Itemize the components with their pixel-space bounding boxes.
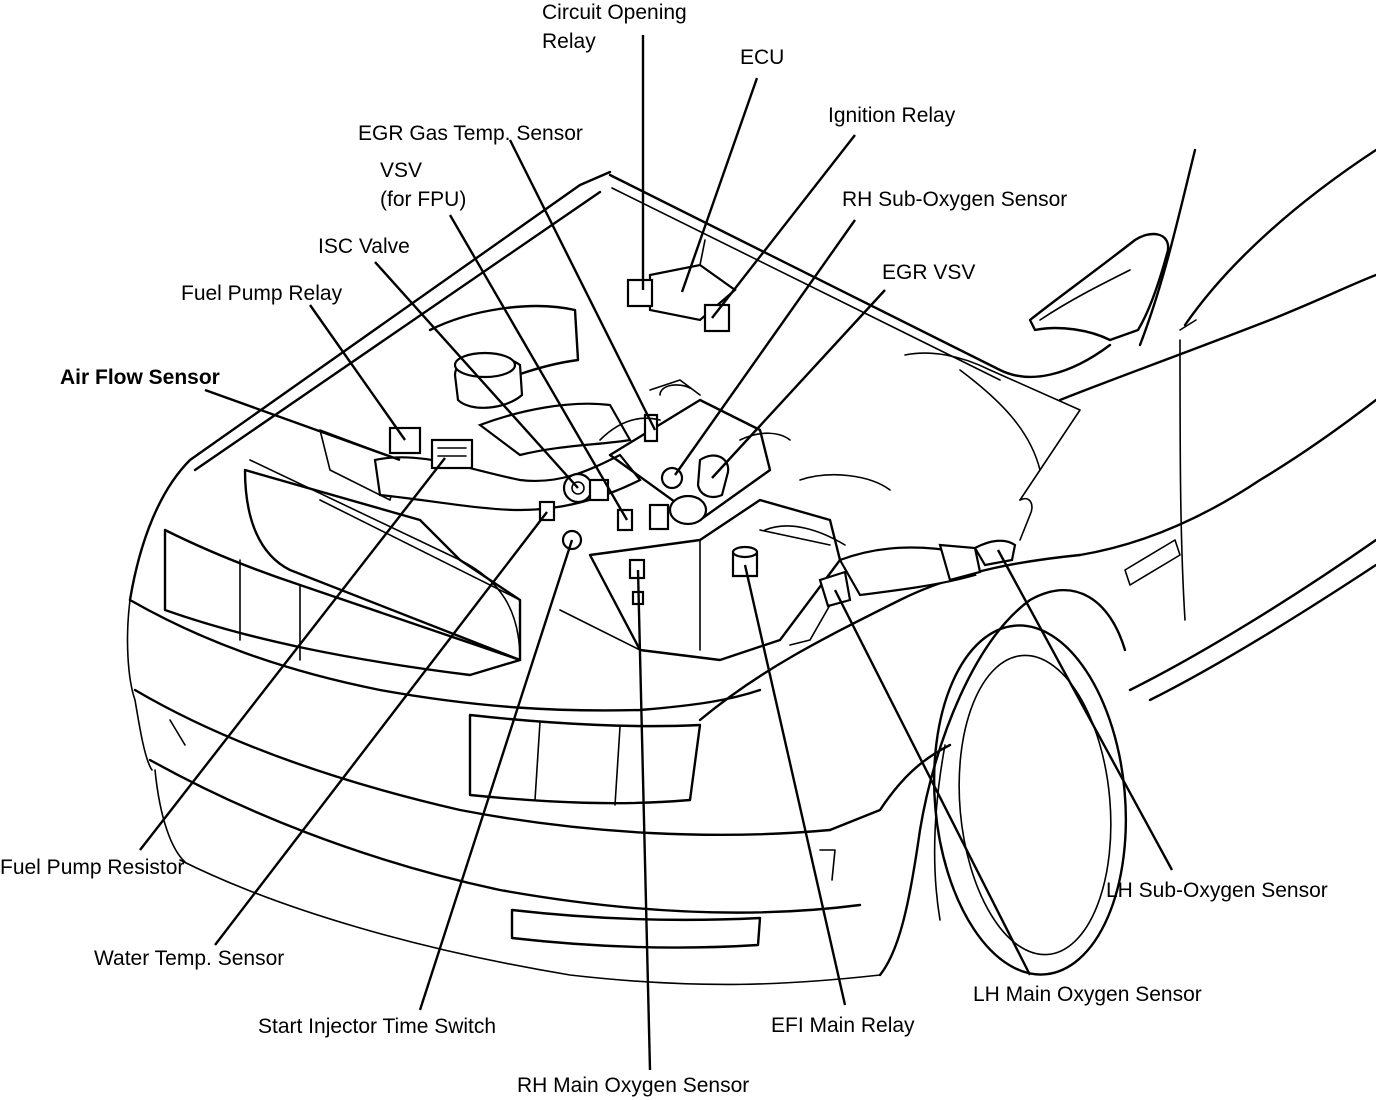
leader-vsv-for-fpu — [448, 214, 629, 521]
leader-efi-main-relay — [743, 564, 847, 1006]
leader-lh-sub-oxygen-sensor — [996, 549, 1174, 871]
vsv-fpu-part — [616, 508, 634, 532]
engine-components — [243, 239, 1081, 662]
leader-air-flow-sensor — [204, 388, 401, 462]
leader-water-temp-sensor — [214, 511, 548, 946]
label-lh-main-oxygen-sensor: LH Main Oxygen Sensor — [973, 983, 1202, 1006]
leader-fuel-pump-resistor — [139, 457, 446, 851]
label-lh-sub-oxygen-sensor: LH Sub-Oxygen Sensor — [1106, 879, 1328, 902]
label-fuel-pump-resistor: Fuel Pump Resistor — [0, 856, 185, 879]
leader-rh-sub-oxygen-sensor — [674, 219, 856, 476]
label-water-temp-sensor: Water Temp. Sensor — [94, 947, 285, 970]
label-vsv-line2: (for FPU) — [380, 188, 467, 211]
leader-ecu — [680, 77, 759, 293]
leader-egr-vsv — [711, 289, 886, 479]
label-circuit-opening-relay: Circuit Opening Relay — [542, 0, 687, 56]
leader-isc-valve — [374, 261, 579, 489]
air-flow-sensor-part — [430, 438, 474, 470]
leader-rh-main-oxygen-sensor — [636, 569, 652, 1071]
leader-egr-gas-temp-sensor — [508, 139, 657, 431]
label-rh-main-oxygen-sensor: RH Main Oxygen Sensor — [517, 1074, 750, 1097]
label-start-injector-time-switch: Start Injector Time Switch — [258, 1015, 497, 1038]
label-efi-main-relay: EFI Main Relay — [771, 1014, 915, 1037]
leader-ignition-relay — [711, 134, 856, 319]
label-isc-valve: ISC Valve — [318, 235, 410, 258]
ignition-relay-part — [703, 303, 731, 333]
egr-gas-temp-sensor-part — [643, 413, 659, 443]
label-ignition-relay: Ignition Relay — [828, 104, 956, 127]
label-egr-vsv: EGR VSV — [882, 261, 976, 284]
label-circuit-opening-relay-line1: Circuit Opening — [542, 1, 687, 24]
label-fuel-pump-relay: Fuel Pump Relay — [181, 282, 343, 305]
fuel-pump-relay-part — [388, 426, 422, 455]
label-air-flow-sensor: Air Flow Sensor — [60, 366, 220, 389]
leader-lh-main-oxygen-sensor — [833, 589, 1032, 976]
label-circuit-opening-relay-line2: Relay — [542, 30, 596, 53]
label-egr-gas-temp-sensor: EGR Gas Temp. Sensor — [358, 122, 583, 145]
label-ecu: ECU — [740, 46, 785, 69]
lh-main-oxygen-sensor-part — [818, 570, 852, 608]
leader-start-injector-time-switch — [418, 539, 574, 1011]
label-vsv-for-fpu: VSV (for FPU) — [380, 156, 466, 214]
label-rh-sub-oxygen-sensor: RH Sub-Oxygen Sensor — [842, 188, 1068, 211]
circuit-opening-relay-part — [626, 278, 654, 308]
leader-fuel-pump-relay — [309, 304, 406, 441]
car-body-outline — [126, 148, 1376, 986]
lh-sub-oxygen-sensor-part — [973, 539, 1017, 567]
leader-lines — [139, 35, 1174, 1071]
label-vsv-line1: VSV — [380, 159, 423, 182]
